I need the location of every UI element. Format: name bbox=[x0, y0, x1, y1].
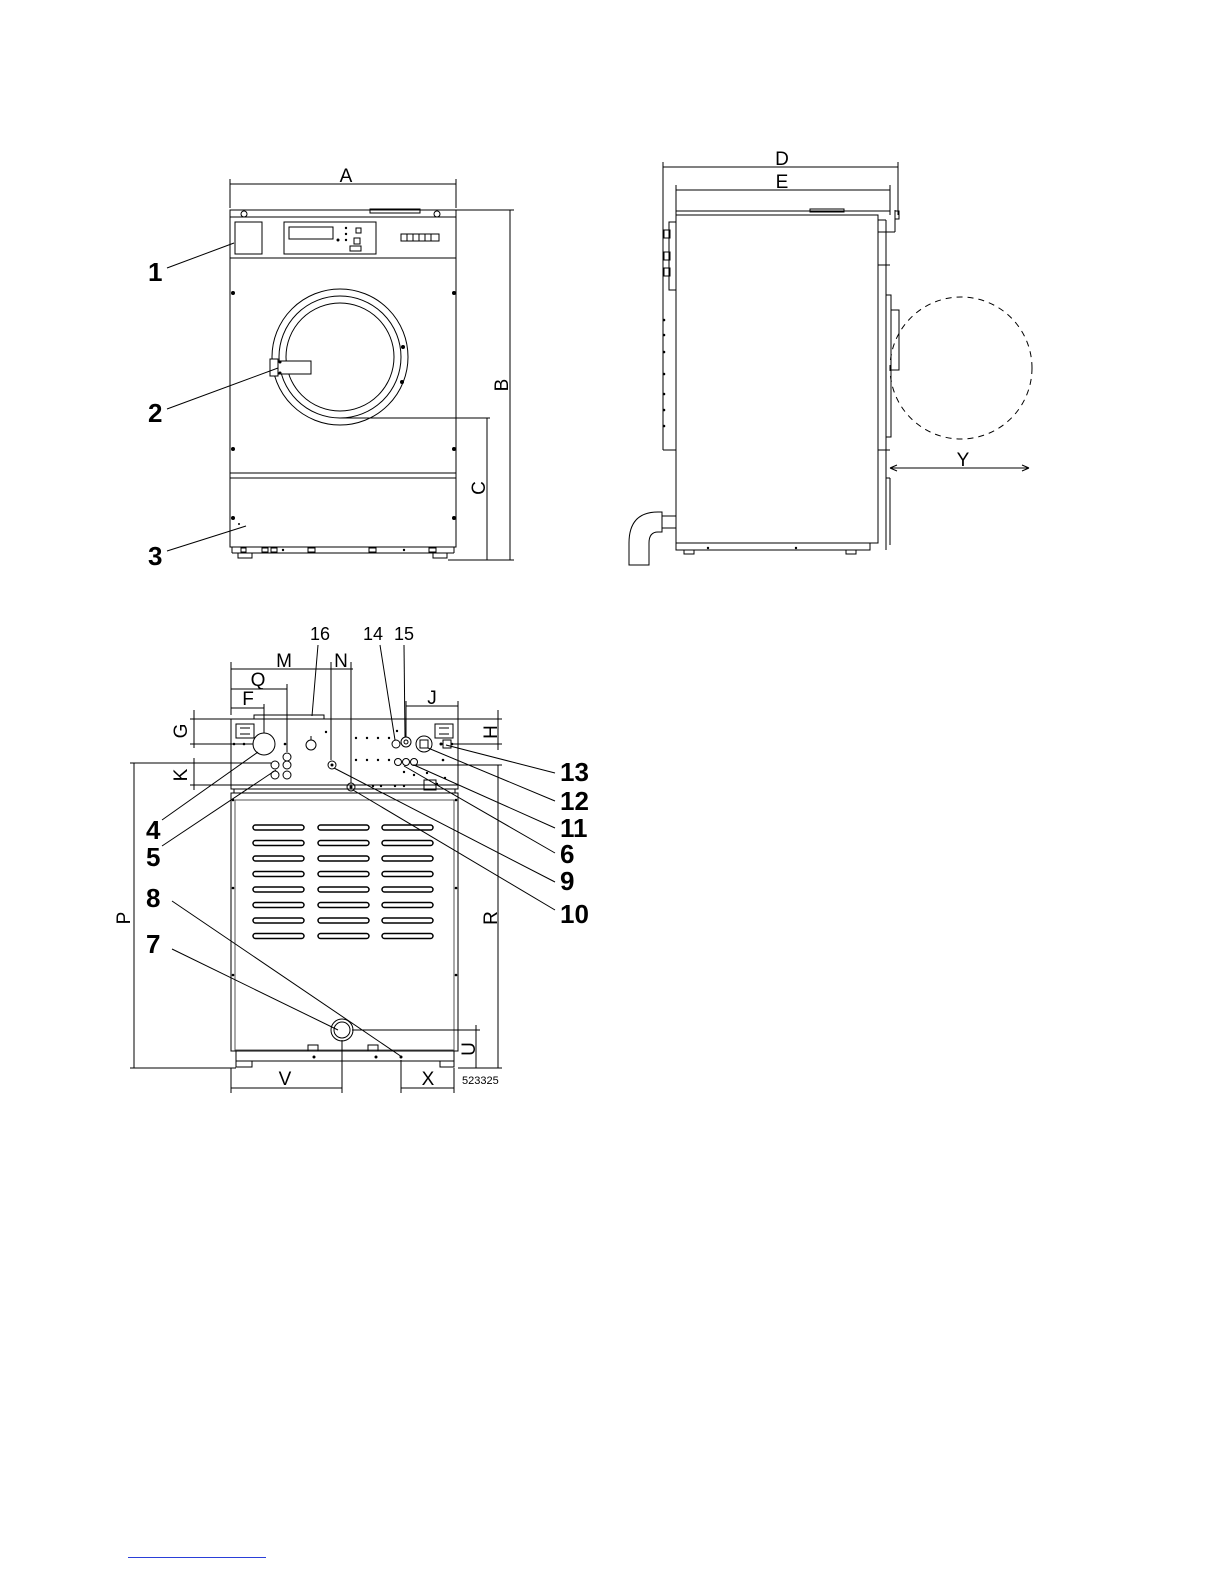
vent-slot bbox=[382, 887, 433, 892]
callout-16: 16 bbox=[310, 624, 330, 644]
dim-label-e: E bbox=[776, 172, 789, 193]
vent-slot bbox=[318, 856, 369, 861]
dim-label-a: A bbox=[340, 166, 353, 187]
vent-slot bbox=[253, 825, 304, 830]
vent-slot bbox=[382, 934, 433, 939]
vent-slot bbox=[318, 934, 369, 939]
vent-slot bbox=[253, 856, 304, 861]
dim-label-m: M bbox=[276, 651, 292, 672]
vent-slot bbox=[318, 887, 369, 892]
rear-vent-slots bbox=[253, 825, 433, 939]
vent-slot bbox=[382, 841, 433, 846]
vent-slot bbox=[318, 872, 369, 877]
callout-1: 1 bbox=[148, 257, 162, 287]
dim-label-b: B bbox=[492, 379, 513, 392]
dim-label-y: Y bbox=[957, 450, 970, 471]
dim-label-u: U bbox=[459, 1042, 480, 1056]
callout-8: 8 bbox=[146, 883, 160, 913]
dim-label-p: P bbox=[114, 912, 135, 925]
dim-label-g: G bbox=[171, 724, 192, 739]
dim-label-x: X bbox=[422, 1069, 435, 1090]
callout-3: 3 bbox=[148, 541, 162, 571]
vent-slot bbox=[318, 903, 369, 908]
callout-10: 10 bbox=[560, 899, 589, 929]
dim-label-c: C bbox=[469, 481, 490, 495]
callout-15: 15 bbox=[394, 624, 414, 644]
callout-14: 14 bbox=[363, 624, 383, 644]
callout-12: 12 bbox=[560, 786, 589, 816]
vent-slot bbox=[382, 856, 433, 861]
vent-slot bbox=[318, 825, 369, 830]
callout-4: 4 bbox=[146, 815, 161, 845]
callout-13: 13 bbox=[560, 757, 589, 787]
rear-view: M N Q F J G K H P bbox=[114, 624, 589, 1093]
dim-label-n: N bbox=[334, 651, 348, 672]
vent-slot bbox=[318, 841, 369, 846]
vent-slot bbox=[253, 918, 304, 923]
callout-7: 7 bbox=[146, 929, 160, 959]
vent-slot bbox=[382, 918, 433, 923]
vent-slot bbox=[382, 872, 433, 877]
dim-label-h: H bbox=[481, 725, 502, 739]
dim-label-v: V bbox=[279, 1069, 292, 1090]
footer-rule bbox=[128, 1557, 266, 1558]
vent-slot bbox=[318, 918, 369, 923]
vent-slot bbox=[253, 887, 304, 892]
dim-label-q: Q bbox=[251, 670, 266, 691]
dim-label-j: J bbox=[427, 688, 437, 709]
vent-slot bbox=[253, 903, 304, 908]
drawing-number: 523325 bbox=[462, 1075, 499, 1087]
dim-label-k: K bbox=[171, 768, 192, 781]
callout-6: 6 bbox=[560, 839, 574, 869]
callout-5: 5 bbox=[146, 842, 160, 872]
front-view: A B C 1 2 3 bbox=[148, 166, 514, 571]
vent-slot bbox=[253, 841, 304, 846]
vent-slot bbox=[382, 825, 433, 830]
callout-2: 2 bbox=[148, 398, 162, 428]
dim-label-r: R bbox=[481, 911, 502, 925]
dim-label-d: D bbox=[775, 149, 789, 170]
vent-slot bbox=[382, 903, 433, 908]
side-view: D E bbox=[629, 149, 1032, 565]
vent-slot bbox=[253, 872, 304, 877]
callout-9: 9 bbox=[560, 866, 574, 896]
vent-slot bbox=[253, 934, 304, 939]
dim-label-f: F bbox=[242, 689, 254, 710]
